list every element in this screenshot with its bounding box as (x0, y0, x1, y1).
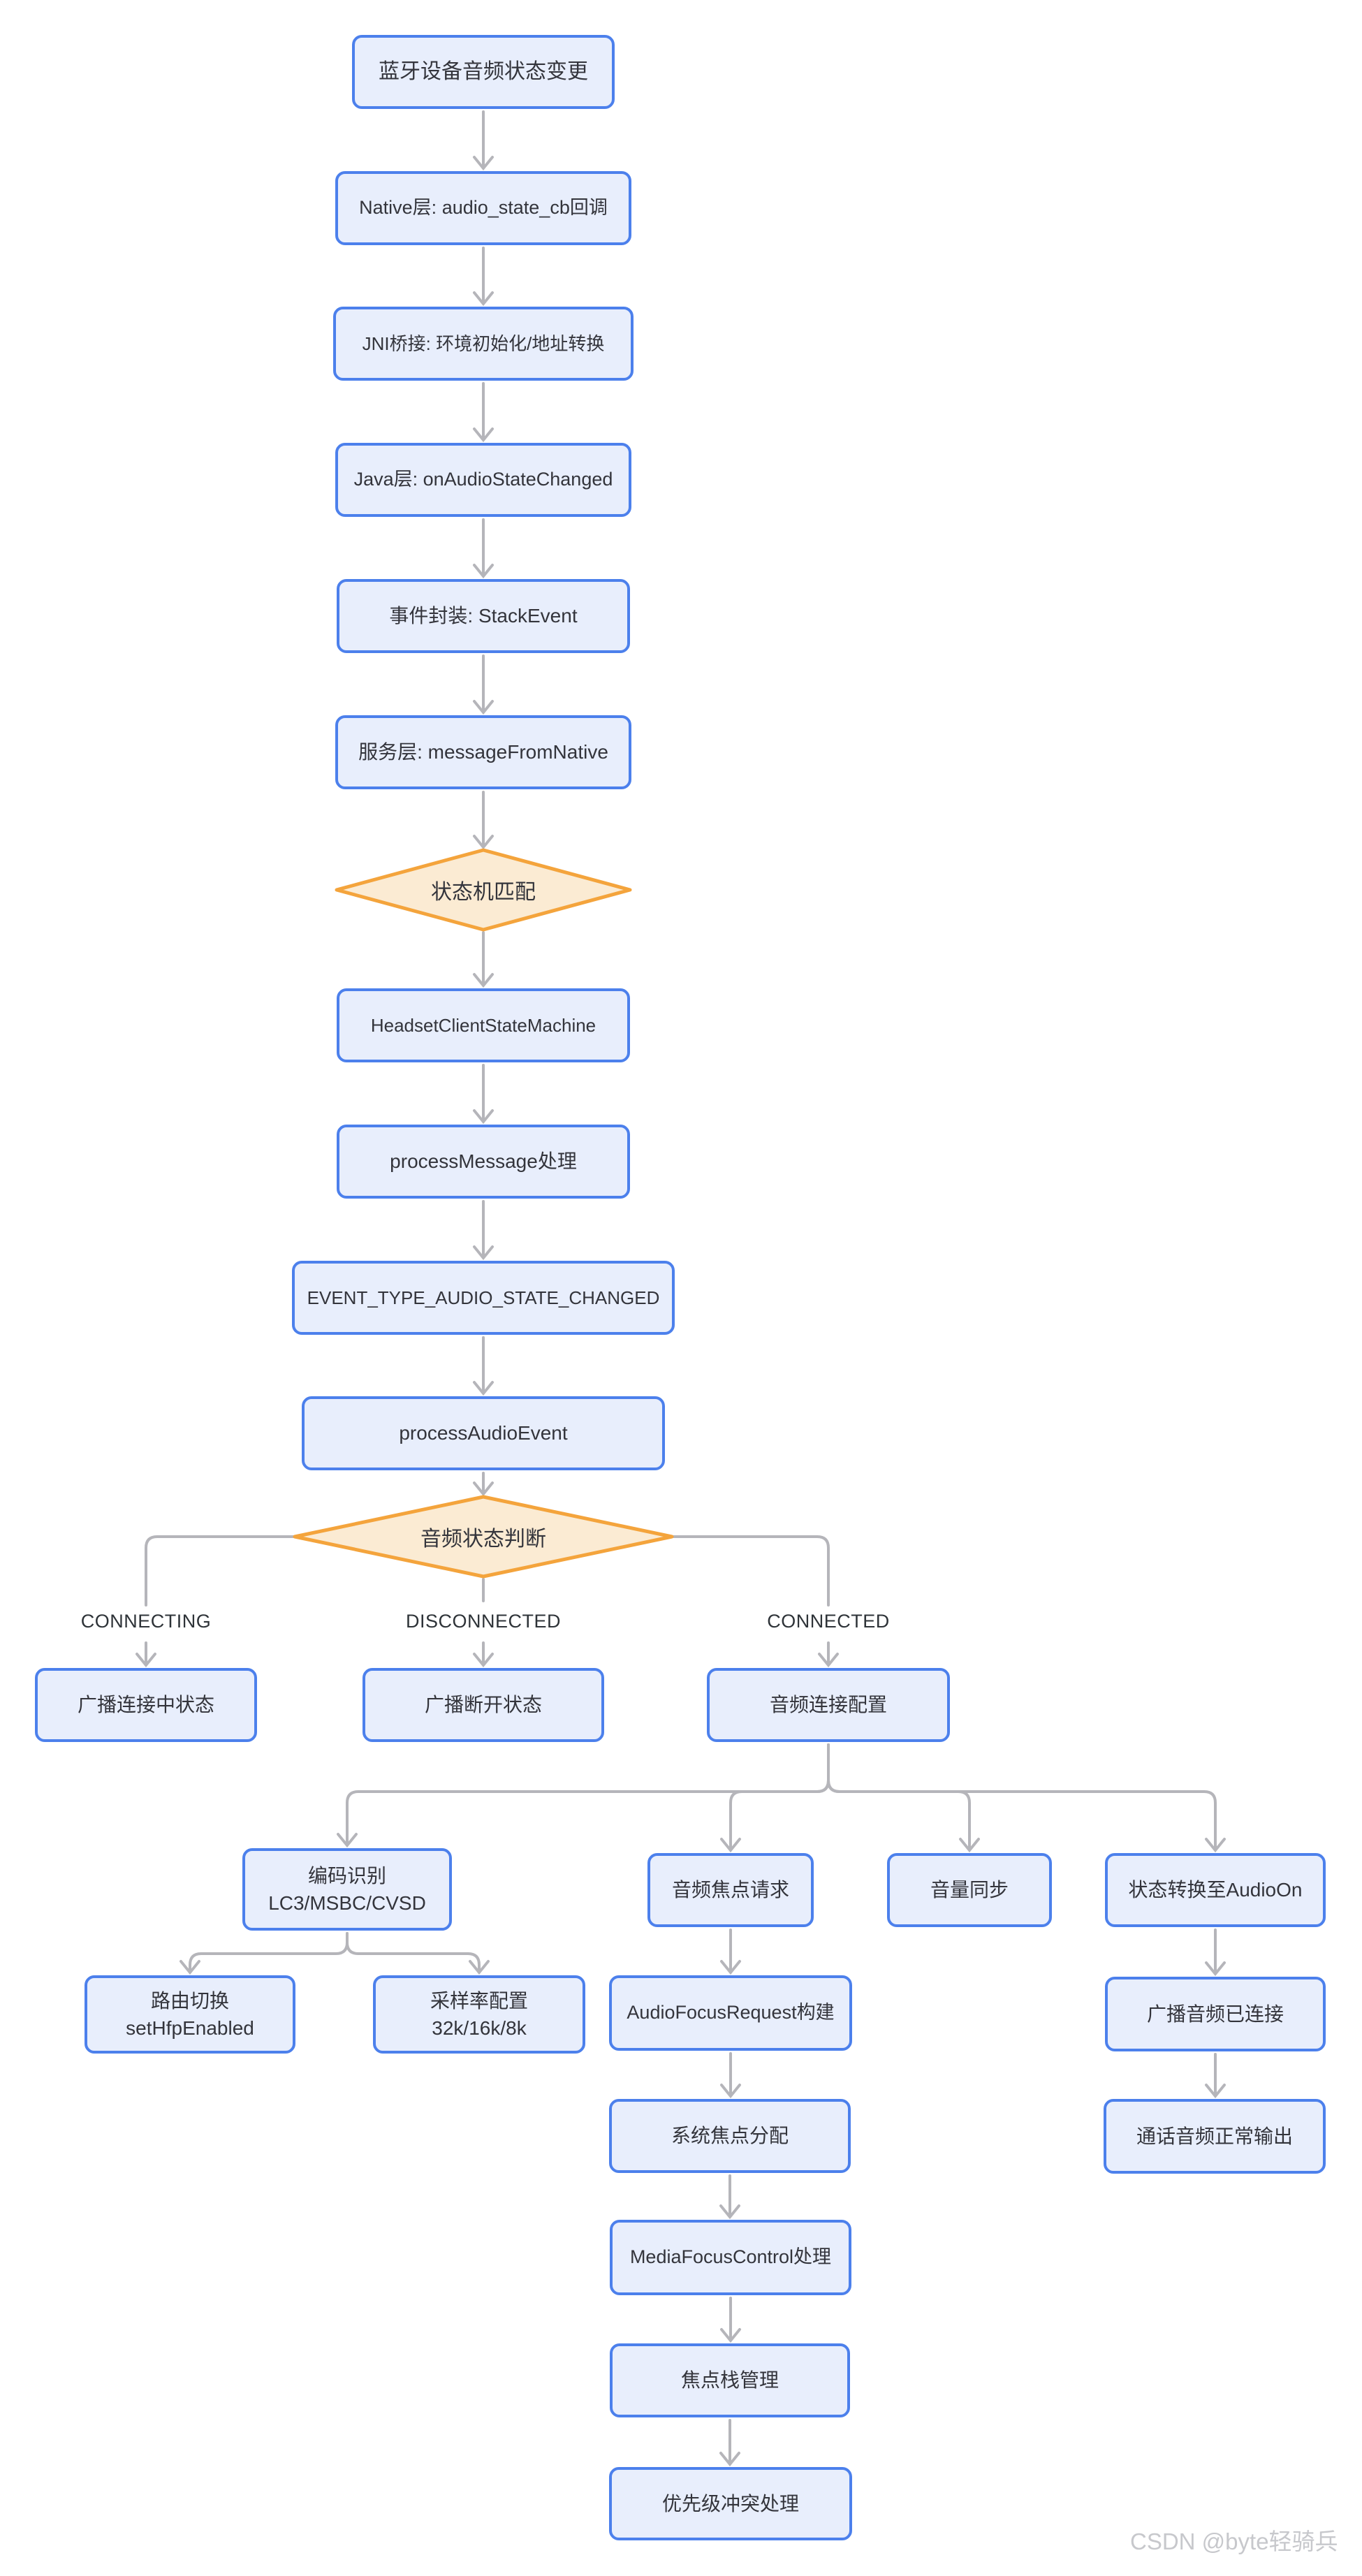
node-process-message: processMessage处理 (337, 1125, 630, 1199)
node-system-focus-allocation: 系统焦点分配 (609, 2099, 851, 2173)
node-broadcast-disconnected-state: 广播断开状态 (363, 1668, 604, 1742)
decision-diamond-shape (335, 848, 632, 932)
node-event-type-audio-state-changed: EVENT_TYPE_AUDIO_STATE_CHANGED (292, 1261, 675, 1335)
node-broadcast-connecting-state: 广播连接中状态 (35, 1668, 257, 1742)
node-audio-connection-config: 音频连接配置 (707, 1668, 950, 1742)
node-priority-conflict-handling: 优先级冲突处理 (609, 2467, 852, 2540)
node-headset-client-statemachine: HeadsetClientStateMachine (337, 988, 630, 1062)
node-java-layer: Java层: onAudioStateChanged (335, 443, 631, 517)
decision-statemachine-match: 状态机匹配 (332, 846, 634, 934)
decision-audio-state: 音频状态判断 (291, 1493, 676, 1581)
decision-diamond-shape (293, 1495, 674, 1579)
branch-label-connecting: CONNECTING (80, 1611, 212, 1632)
node-bt-audio-state-change: 蓝牙设备音频状态变更 (352, 35, 615, 109)
node-process-audio-event: processAudioEvent (302, 1396, 665, 1470)
node-service-layer: 服务层: messageFromNative (335, 715, 631, 789)
node-audio-focus-request: 音频焦点请求 (647, 1853, 814, 1927)
node-mediafocuscontrol-handling: MediaFocusControl处理 (610, 2220, 851, 2295)
branch-label-disconnected: DISCONNECTED (405, 1611, 562, 1632)
node-call-audio-output: 通话音频正常输出 (1104, 2099, 1326, 2174)
node-volume-sync: 音量同步 (887, 1853, 1052, 1927)
branch-label-connected: CONNECTED (767, 1611, 890, 1632)
node-audiofocusrequest-build: AudioFocusRequest构建 (609, 1975, 852, 2051)
node-native-callback: Native层: audio_state_cb回调 (335, 171, 631, 245)
csdn-watermark: CSDN @byte轻骑兵 (1130, 2529, 1338, 2554)
node-broadcast-audio-connected: 广播音频已连接 (1105, 1977, 1326, 2051)
node-stack-event: 事件封装: StackEvent (337, 579, 630, 653)
node-jni-bridge: JNI桥接: 环境初始化/地址转换 (333, 307, 634, 381)
node-focus-stack-management: 焦点栈管理 (610, 2343, 850, 2417)
node-state-to-audioon: 状态转换至AudioOn (1105, 1853, 1326, 1927)
